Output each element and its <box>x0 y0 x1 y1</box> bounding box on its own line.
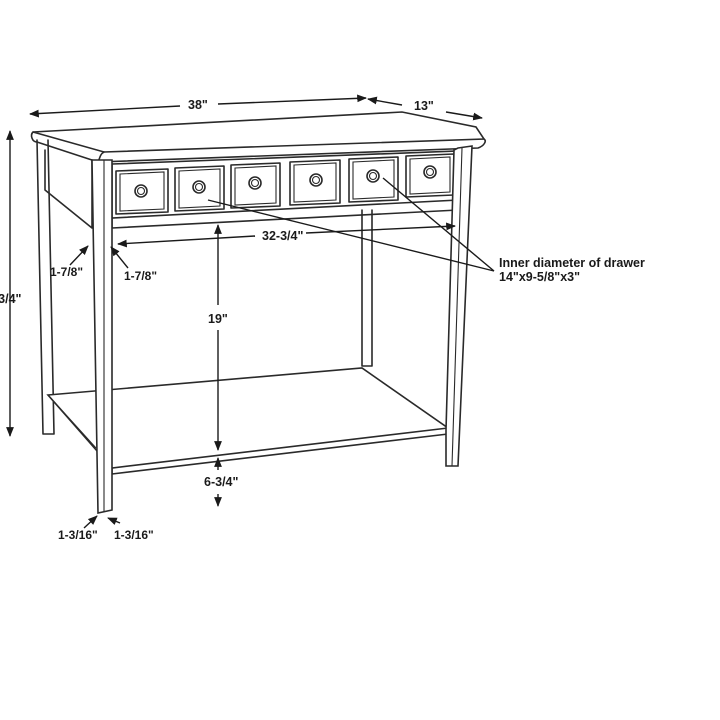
drawer-callout-value: 14"x9-5/8"x3" <box>499 270 580 284</box>
drawer-4 <box>289 159 341 206</box>
width-label: 38" <box>188 98 208 112</box>
shelf-height-label: 6-3/4" <box>204 475 238 489</box>
drawer-callout-title: Inner diameter of drawer <box>499 256 645 270</box>
top-left-edge <box>30 131 105 163</box>
back-left-leg <box>36 139 55 435</box>
back-right-leg <box>361 209 373 367</box>
drawer-3 <box>230 162 281 209</box>
drawer-5 <box>348 156 399 203</box>
dimension-lines <box>6 94 495 529</box>
top-front-edge <box>97 138 486 163</box>
leg-top-label-b: 1-7/8" <box>124 269 157 283</box>
front-left-leg <box>91 159 113 514</box>
drawer-1 <box>115 168 169 215</box>
table-drawing <box>30 111 486 514</box>
inner-width-label: 32-3/4" <box>262 229 303 243</box>
drawer-2 <box>174 165 225 212</box>
shelf-clearance-label: 19" <box>208 312 228 326</box>
table-top <box>32 111 486 153</box>
left-side-apron <box>44 149 93 229</box>
leg-top-label-a: 1-7/8" <box>50 265 83 279</box>
leg-bottom-label-a: 1-3/16" <box>58 528 98 542</box>
leg-bottom-label-b: 1-3/16" <box>114 528 154 542</box>
drawers <box>115 153 455 215</box>
depth-label: 13" <box>414 99 434 113</box>
height-label: -3/4" <box>0 292 22 306</box>
